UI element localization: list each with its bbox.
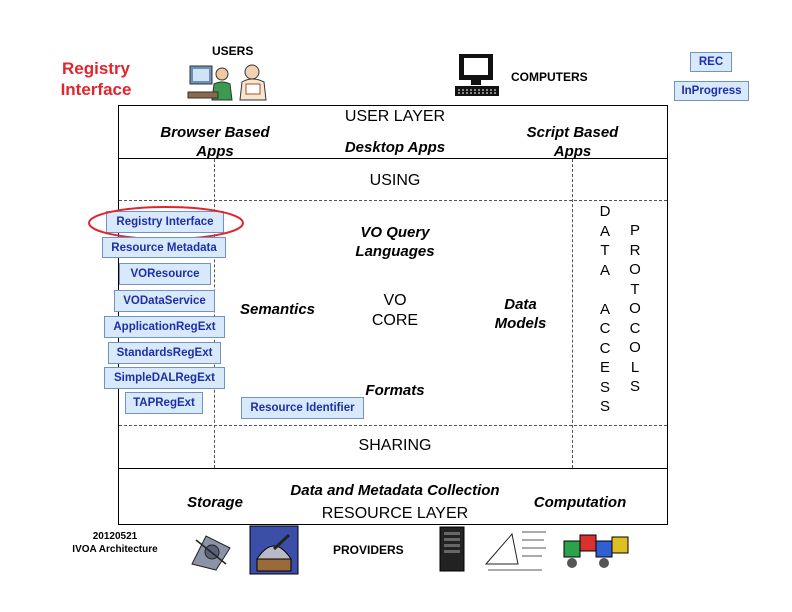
legend-rec-box: REC — [690, 52, 732, 72]
sharing-label: SHARING — [358, 437, 432, 454]
footer-date: 20120521 — [92, 531, 138, 542]
vo-core-line1: VO — [383, 292, 407, 309]
using-label: USING — [369, 172, 421, 189]
slide-title: Registry Interface — [56, 58, 136, 100]
storage-label: Storage — [187, 494, 243, 511]
standardsregext-box: StandardsRegExt — [108, 342, 221, 364]
collection-label: Data and Metadata Collection — [290, 482, 500, 499]
outer-left-line — [118, 105, 119, 525]
title-line1: Registry — [61, 59, 131, 78]
tapregext-box: TAPRegExt — [125, 392, 203, 414]
user-layer-title: USER LAYER — [344, 108, 446, 125]
user-at-desk-icon — [187, 65, 233, 101]
registry-interface-box: Registry Interface — [106, 211, 224, 233]
legend-inprogress-box: InProgress — [674, 81, 749, 101]
data-models-line2: Models — [494, 315, 547, 332]
users-label: USERS — [212, 44, 254, 58]
outer-right-line — [667, 105, 668, 525]
outer-bottom-line — [118, 524, 668, 525]
resource-metadata-box: Resource Metadata — [102, 237, 226, 258]
browser-line1: Browser Based — [160, 124, 270, 141]
math-formulas-icon — [484, 531, 546, 571]
resource-layer-title: RESOURCE LAYER — [321, 505, 469, 522]
left-dashed-divider — [214, 159, 215, 468]
footer-info: 20120521 IVOA Architecture — [60, 530, 170, 556]
computers-label: COMPUTERS — [511, 70, 588, 84]
computer-terminal-icon — [455, 54, 499, 96]
resource-identifier-box: Resource Identifier — [241, 397, 364, 419]
observatory-icon — [249, 525, 299, 575]
vo-core-label: VO CORE — [355, 291, 435, 331]
providers-label: PROVIDERS — [333, 543, 404, 557]
title-line2: Interface — [60, 80, 132, 99]
data-access-column: D A T A A C C E S S — [599, 203, 611, 415]
protocols-column: P R O T O C O L S — [629, 222, 641, 395]
simpledalregext-box: SimpleDALRegExt — [104, 367, 225, 389]
user-layer-divider — [118, 158, 668, 159]
vo-core-line2: CORE — [371, 312, 419, 329]
vodataservice-box: VODataService — [114, 290, 215, 312]
sharing-dashed-line — [119, 425, 667, 426]
vo-query-line1: VO Query — [360, 224, 430, 241]
vo-query-label: VO Query Languages — [330, 223, 460, 261]
formats-label: Formats — [365, 382, 425, 399]
script-line1: Script Based — [526, 124, 619, 141]
vo-query-line2: Languages — [355, 243, 435, 260]
server-rack-icon — [439, 526, 465, 572]
script-apps-label: Script Based Apps — [500, 123, 645, 161]
outer-top-line — [118, 105, 668, 106]
browser-apps-label: Browser Based Apps — [145, 123, 285, 161]
semantics-label: Semantics — [239, 301, 316, 318]
telescope-instrument-icon — [191, 535, 231, 571]
user-reading-icon — [239, 64, 267, 101]
using-dashed-line — [119, 200, 667, 201]
right-dashed-divider — [572, 159, 573, 468]
computation-label: Computation — [533, 494, 627, 511]
footer-org: IVOA Architecture — [72, 544, 158, 555]
script-line2: Apps — [553, 143, 592, 160]
browser-line2: Apps — [196, 143, 234, 160]
puzzle-people-icon — [563, 534, 629, 568]
resource-layer-divider — [118, 468, 668, 469]
voresource-box: VOResource — [119, 263, 211, 285]
desktop-apps-label: Desktop Apps — [344, 139, 446, 156]
applicationregext-box: ApplicationRegExt — [104, 316, 225, 338]
data-models-line1: Data — [504, 296, 537, 313]
data-models-label: Data Models — [478, 295, 563, 333]
